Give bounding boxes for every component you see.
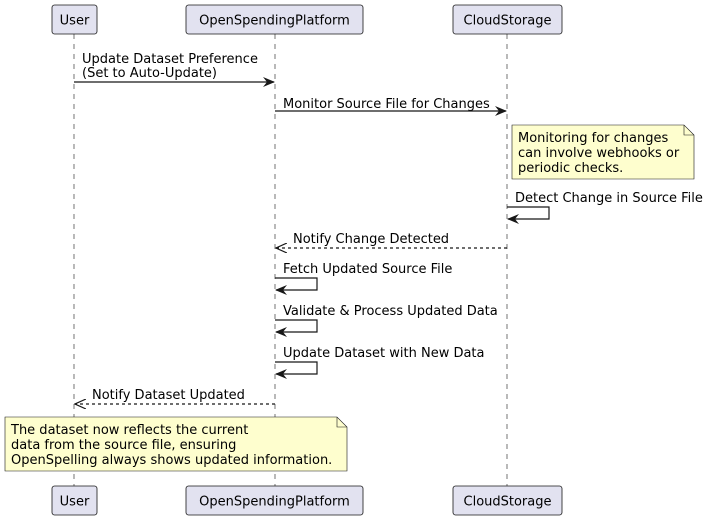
message-detect-change: Detect Change in Source File [507,191,703,224]
message-label-line: Update Dataset with New Data [283,346,485,361]
message-label-line: Detect Change in Source File [515,191,703,206]
note-monitoring: Monitoring for changes can involve webho… [511,124,695,180]
note-line: data from the source file, ensuring [11,438,236,453]
participant-user-label: User [60,14,90,29]
participant-platform-label-bottom: OpenSpendingPlatform [199,495,350,510]
participant-platform-top: OpenSpendingPlatform [185,4,364,35]
message-fetch-source: Fetch Updated Source File [275,262,452,295]
participant-storage-label-bottom: CloudStorage [464,495,552,510]
note-line: OpenSpelling always shows updated inform… [11,453,332,468]
message-label-line: Monitor Source File for Changes [283,97,490,112]
participant-user-top: User [51,4,98,35]
participant-storage-bottom: CloudStorage [452,485,563,516]
message-label-line: Notify Dataset Updated [92,388,245,403]
participant-storage-label: CloudStorage [464,14,552,29]
participant-platform-bottom: OpenSpendingPlatform [185,485,364,516]
note-line: Monitoring for changes [518,131,669,146]
note-line: can involve webhooks or [518,146,680,161]
message-label-line: Update Dataset Preference [82,52,258,67]
note-dataset-reflects: The dataset now reflects the current dat… [4,416,348,472]
message-update-dataset: Update Dataset with New Data [275,346,485,379]
message-label-line: Notify Change Detected [293,232,449,247]
message-validate-process: Validate & Process Updated Data [275,304,498,337]
participant-user-label-bottom: User [60,495,90,510]
message-update-preference: Update Dataset Preference (Set to Auto-U… [74,52,275,87]
note-line: The dataset now reflects the current [10,423,248,438]
message-notify-change: Notify Change Detected [276,232,507,248]
message-label-line: Fetch Updated Source File [283,262,452,277]
message-notify-updated: Notify Dataset Updated [75,388,275,404]
message-label-line: Validate & Process Updated Data [283,304,498,319]
message-monitor-source: Monitor Source File for Changes [275,97,507,116]
message-label-line: (Set to Auto-Update) [82,66,217,81]
participant-storage-top: CloudStorage [452,4,563,35]
participant-user-bottom: User [51,485,98,516]
note-line: periodic checks. [518,161,623,176]
participant-platform-label: OpenSpendingPlatform [199,14,350,29]
